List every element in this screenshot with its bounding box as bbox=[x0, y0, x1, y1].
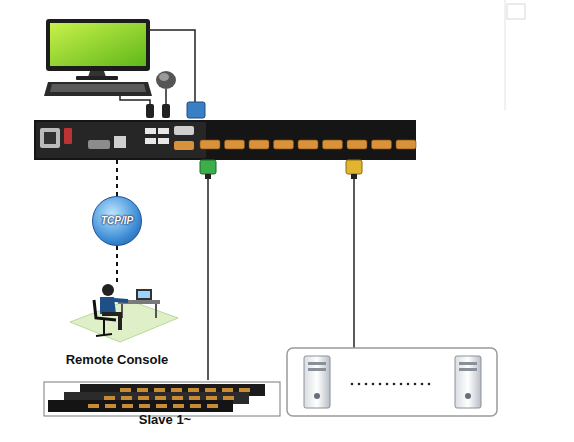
network-link bbox=[116, 160, 118, 196]
ellipsis-dot bbox=[400, 383, 403, 386]
slave-port bbox=[137, 388, 148, 392]
ellipsis-dot bbox=[379, 383, 382, 386]
slave-port bbox=[139, 404, 150, 408]
ellipsis-dot bbox=[365, 383, 368, 386]
slave-port bbox=[105, 404, 116, 408]
ellipsis-dot bbox=[372, 383, 375, 386]
remote-console-figure bbox=[70, 284, 178, 342]
slave-port bbox=[155, 396, 166, 400]
ellipsis-dot bbox=[414, 383, 417, 386]
slave-port bbox=[205, 388, 216, 392]
page-edge bbox=[505, 0, 506, 110]
slave-port bbox=[104, 396, 115, 400]
console-cables bbox=[120, 30, 195, 106]
yellow-connector bbox=[346, 160, 362, 179]
ellipsis-dot bbox=[393, 383, 396, 386]
port bbox=[323, 140, 343, 149]
slave-port bbox=[223, 396, 234, 400]
slave-port bbox=[171, 388, 182, 392]
ellipsis-dot bbox=[386, 383, 389, 386]
monitor-icon bbox=[46, 19, 150, 80]
port bbox=[347, 140, 367, 149]
slave-port bbox=[121, 396, 132, 400]
slave-port bbox=[173, 404, 184, 408]
port bbox=[200, 140, 220, 149]
slave-port bbox=[88, 404, 99, 408]
slave-port bbox=[172, 396, 183, 400]
slave-port bbox=[122, 404, 133, 408]
slave-port bbox=[138, 396, 149, 400]
server-cable bbox=[353, 179, 355, 348]
ellipsis-dot bbox=[407, 383, 410, 386]
slave-port bbox=[188, 388, 199, 392]
ellipsis-dot bbox=[428, 383, 431, 386]
port bbox=[372, 140, 392, 149]
caption-label: Remote Console bbox=[66, 352, 169, 368]
slave-port bbox=[154, 388, 165, 392]
slave-cable bbox=[207, 179, 209, 380]
ellipsis-dot bbox=[358, 383, 361, 386]
ellipsis-dot bbox=[351, 383, 354, 386]
server-group bbox=[287, 348, 497, 416]
port bbox=[225, 140, 245, 149]
slave-port bbox=[156, 404, 167, 408]
keyboard-icon bbox=[44, 82, 152, 96]
slave-port bbox=[207, 404, 218, 408]
console-plugs bbox=[146, 102, 205, 118]
slave-port bbox=[189, 396, 200, 400]
ellipsis-dot bbox=[421, 383, 424, 386]
corner-mark bbox=[507, 4, 525, 19]
green-connector bbox=[200, 160, 216, 179]
kvm-switch bbox=[34, 120, 416, 160]
slave-group: Slave 1~ bbox=[44, 372, 286, 430]
port bbox=[298, 140, 318, 149]
port bbox=[274, 140, 294, 149]
slave-port bbox=[239, 388, 250, 392]
slave-stack bbox=[44, 382, 280, 416]
slave-port bbox=[120, 388, 131, 392]
network-label: TCP/IP bbox=[101, 215, 133, 227]
port bbox=[396, 140, 416, 149]
slave-port bbox=[190, 404, 201, 408]
caption-label: Slave 1~ bbox=[139, 412, 191, 428]
port bbox=[249, 140, 269, 149]
slave-port bbox=[222, 388, 233, 392]
mouse-icon bbox=[156, 71, 176, 89]
network-globe: TCP/IP bbox=[92, 196, 142, 246]
network-link bbox=[116, 246, 118, 282]
slave-port bbox=[206, 396, 217, 400]
remote-console: Remote Console bbox=[57, 282, 177, 370]
